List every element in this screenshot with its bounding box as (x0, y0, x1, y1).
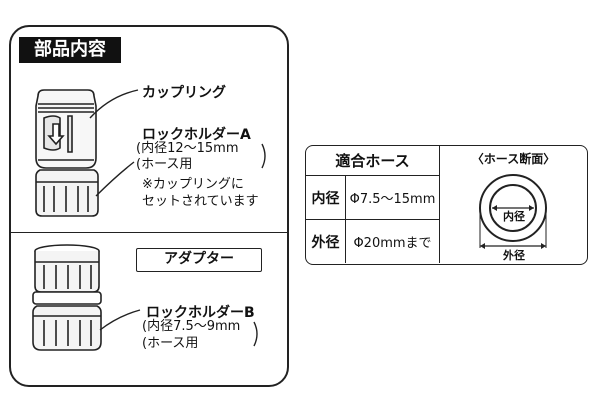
lock-holder-a-note: ※カップリングに (142, 177, 244, 192)
outer-diameter-marker: 外径 (503, 249, 525, 262)
panel-divider (9, 232, 289, 233)
lock-holder-a-use: (ホース用 (136, 157, 193, 172)
lock-a-paren (261, 143, 266, 169)
cross-section-title: 〈ホース断面〉 (471, 151, 556, 166)
lock-holder-b-spec: (内径7.5～9mm (142, 319, 241, 334)
coupling-illustration (35, 89, 97, 169)
hose-cross-section (479, 174, 547, 249)
parts-panel (9, 25, 289, 387)
inner-diameter-label: 内径 (306, 176, 346, 220)
inner-diameter-marker: 内径 (503, 210, 525, 223)
coupling-label: カップリング (142, 85, 226, 101)
lock-b-leader (99, 309, 141, 331)
inner-diameter-value: Φ7.5～15mm (346, 176, 440, 220)
spec-header: 適合ホース (306, 146, 440, 176)
lock-holder-b-use: (ホース用 (142, 336, 199, 351)
lock-holder-a-label: ロックホルダーA (142, 127, 251, 143)
lock-b-paren (253, 321, 258, 347)
lock-holder-b-label: ロックホルダーB (146, 305, 255, 321)
outer-diameter-label: 外径 (306, 220, 346, 263)
parts-title: 部品内容 (19, 37, 121, 63)
hose-spec-table: 適合ホース 内径 Φ7.5～15mm 外径 Φ20mmまで 〈ホース断面〉 内径… (305, 145, 588, 265)
adapter-label: アダプター (136, 248, 262, 272)
lock-a-leader (95, 161, 135, 197)
adapter-illustration (32, 244, 102, 305)
lock-holder-b-illustration (32, 305, 102, 351)
outer-diameter-value: Φ20mmまで (346, 220, 440, 263)
lock-holder-a-illustration (35, 169, 99, 217)
coupling-leader (89, 89, 139, 119)
lock-holder-a-spec: (内径12～15mm (136, 141, 239, 156)
lock-holder-a-note-2: セットされています (142, 194, 259, 209)
